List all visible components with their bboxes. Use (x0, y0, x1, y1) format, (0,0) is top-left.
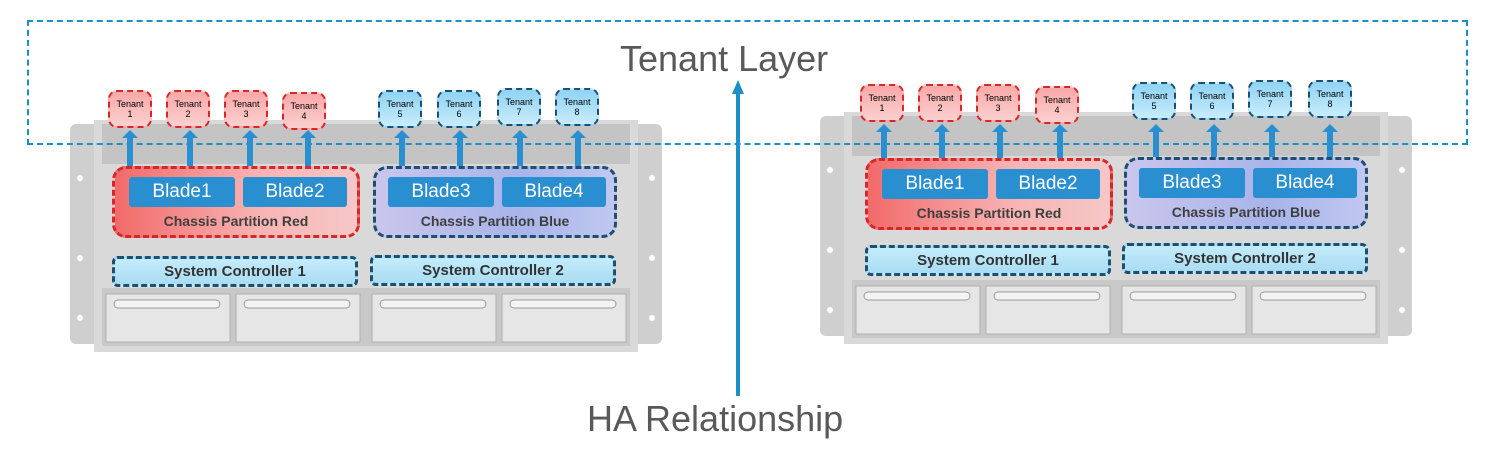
chassis-hardware-image (70, 120, 662, 352)
system-controller-2[interactable]: System Controller 2 (1122, 243, 1368, 274)
blade-button[interactable]: Blade3 (388, 177, 494, 207)
blade-button[interactable]: Blade1 (129, 177, 235, 207)
tenant-layer-label: Tenant Layer (620, 38, 829, 79)
chassis-partition-red[interactable]: Blade1 Blade2 Chassis Partition Red (112, 166, 360, 238)
tenant-layer-boundary (27, 20, 1468, 145)
partition-label: Chassis Partition Blue (420, 213, 570, 229)
system-controller-1[interactable]: System Controller 1 (865, 245, 1111, 276)
blade-button[interactable]: Blade4 (1253, 168, 1357, 198)
blade-button[interactable]: Blade1 (882, 169, 988, 199)
system-controller-1[interactable]: System Controller 1 (112, 256, 358, 287)
partition-label: Chassis Partition Red (916, 205, 1062, 221)
system-controller-2[interactable]: System Controller 2 (370, 255, 616, 286)
chassis-partition-red[interactable]: Blade1 Blade2 Chassis Partition Red (865, 158, 1113, 230)
chassis-partition-blue[interactable]: Blade3 Blade4 Chassis Partition Blue (373, 166, 617, 238)
ha-relationship-label: HA Relationship (587, 398, 844, 439)
blade-button[interactable]: Blade4 (502, 177, 606, 207)
partition-label: Chassis Partition Blue (1171, 204, 1321, 220)
chassis-left (66, 118, 666, 356)
blade-button[interactable]: Blade2 (243, 177, 347, 207)
blade-button[interactable]: Blade3 (1139, 168, 1245, 198)
partition-label: Chassis Partition Red (163, 213, 309, 229)
ha-relationship-arrow (732, 80, 744, 396)
chassis-partition-blue[interactable]: Blade3 Blade4 Chassis Partition Blue (1124, 157, 1368, 229)
blade-button[interactable]: Blade2 (996, 169, 1100, 199)
